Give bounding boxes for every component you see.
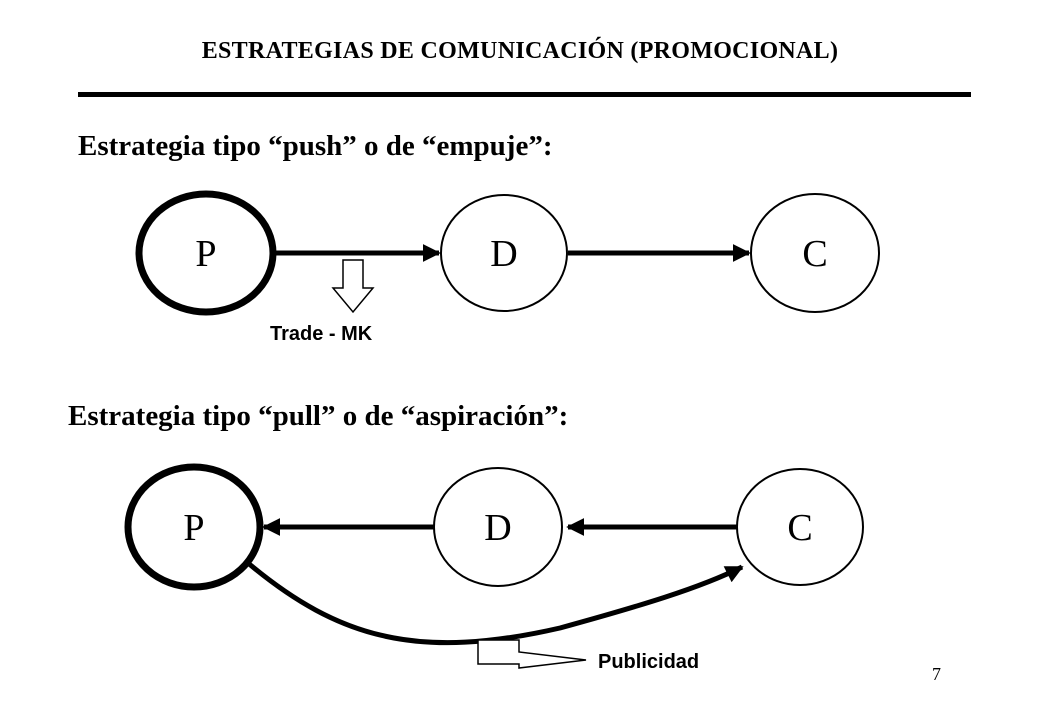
push-node-c-label: C (802, 233, 827, 275)
pull-node-producer (124, 463, 264, 591)
push-annotation: Trade - MK (270, 323, 373, 345)
pull-diagram: P D C Publicidad (124, 463, 864, 673)
page-number: 7 (932, 664, 941, 684)
page-title: ESTRATEGIAS DE COMUNICACIÓN (PROMOCIONAL… (201, 38, 839, 64)
pull-node-d-label: D (484, 507, 511, 549)
push-node-p-label: P (195, 233, 216, 275)
title-divider (78, 92, 971, 97)
push-node-d-label: D (490, 233, 517, 275)
pull-annotation: Publicidad (598, 651, 699, 673)
push-diagram: P D C Trade - MK (135, 190, 880, 345)
push-node-producer (135, 190, 277, 316)
push-node-consumer (750, 193, 880, 313)
push-node-distributor (440, 194, 568, 312)
down-arrow-icon (331, 259, 375, 314)
pull-curved-arrow-p-to-c (246, 561, 744, 646)
pull-strategy-title: Estrategia tipo “pull” o de “aspiración”… (68, 400, 569, 432)
pull-node-c-label: C (787, 507, 812, 549)
pull-node-p-label: P (183, 507, 204, 549)
push-strategy-title: Estrategia tipo “push” o de “empuje”: (78, 130, 553, 162)
right-arrow-icon (477, 639, 587, 669)
